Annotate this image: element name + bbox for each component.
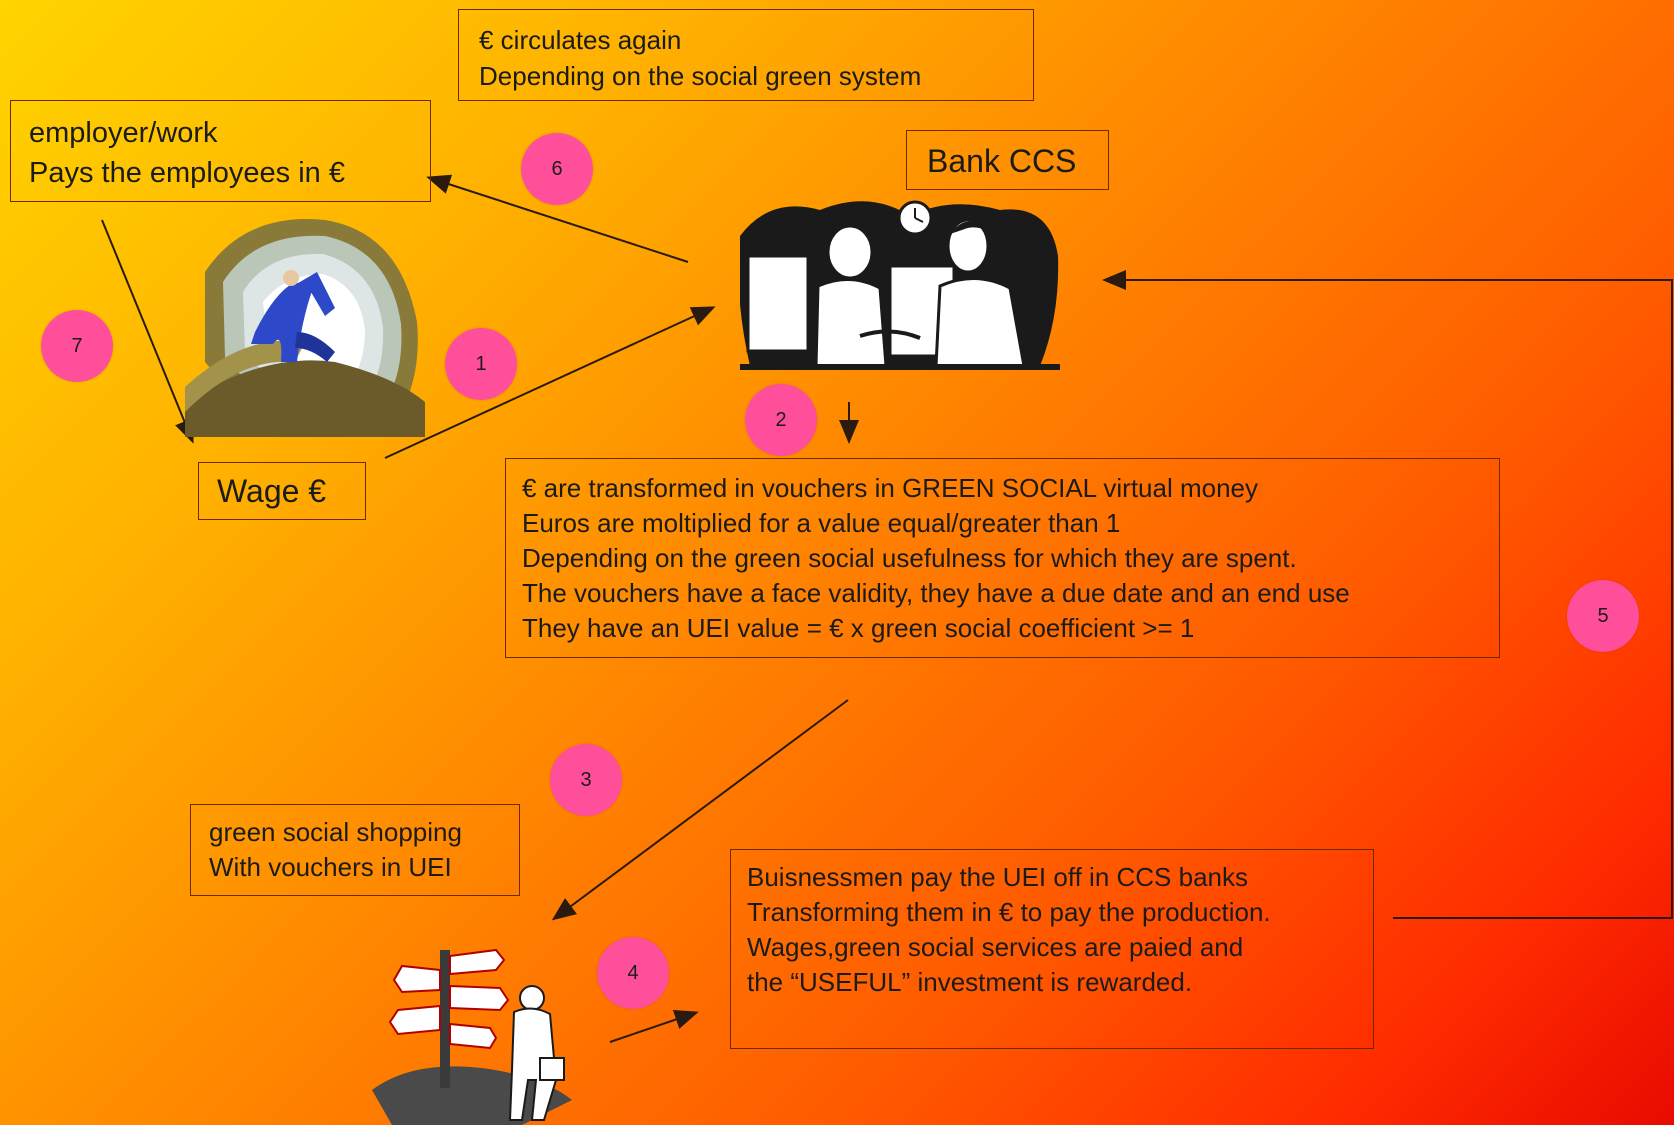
circulates-line-2: Depending on the social green system <box>479 61 922 91</box>
circulates-box: € circulates again Depending on the soci… <box>458 9 1034 101</box>
step-badge-2: 2 <box>745 384 817 456</box>
business-line-3: Wages,green social services are paied an… <box>747 932 1244 962</box>
step-badge-6: 6 <box>521 133 593 205</box>
shopping-box: green social shopping With vouchers in U… <box>190 804 520 896</box>
signpost-man-clipart <box>372 948 572 1125</box>
step-badge-5: 5 <box>1567 580 1639 652</box>
step-badge-4: 4 <box>597 937 669 1009</box>
vouchers-line-5: They have an UEI value = € x green socia… <box>522 613 1195 643</box>
vouchers-line-3: Depending on the green social usefulness… <box>522 543 1297 573</box>
business-line-4: the “USEFUL” investment is rewarded. <box>747 967 1193 997</box>
bank-box: Bank CCS <box>906 130 1109 190</box>
arrow-step-3 <box>551 699 849 921</box>
step-2-label: 2 <box>775 408 787 431</box>
vouchers-line-2: Euros are moltiplied for a value equal/g… <box>522 508 1121 538</box>
shopping-line-1: green social shopping <box>209 817 462 847</box>
employer-box: employer/work Pays the employees in € <box>10 100 431 202</box>
arrow-step-5 <box>1102 270 1673 919</box>
business-line-2: Transforming them in € to pay the produc… <box>747 897 1271 927</box>
business-line-1: Buisnessmen pay the UEI off in CCS banks <box>747 862 1248 892</box>
step-badge-3: 3 <box>550 744 622 816</box>
step-1-label: 1 <box>475 352 487 375</box>
vouchers-line-1: € are transformed in vouchers in GREEN S… <box>522 473 1258 503</box>
business-box: Buisnessmen pay the UEI off in CCS banks… <box>730 849 1374 1049</box>
wage-label: Wage € <box>217 473 327 509</box>
step-3-label: 3 <box>580 768 592 791</box>
employer-line-1: employer/work <box>29 117 218 149</box>
bank-tellers-clipart <box>740 200 1060 370</box>
step-7-label: 7 <box>71 334 83 357</box>
step-4-label: 4 <box>627 961 639 984</box>
vouchers-line-4: The vouchers have a face validity, they … <box>522 578 1350 608</box>
step-badge-1: 1 <box>445 328 517 400</box>
step-badge-7: 7 <box>41 310 113 382</box>
wage-box: Wage € <box>198 462 366 520</box>
arrow-step-6 <box>426 174 689 263</box>
shopping-line-2: With vouchers in UEI <box>209 852 452 882</box>
bank-label: Bank CCS <box>927 143 1077 179</box>
step-5-label: 5 <box>1597 604 1609 627</box>
climber-clipart <box>185 219 425 437</box>
vouchers-box: € are transformed in vouchers in GREEN S… <box>505 458 1500 658</box>
step-6-label: 6 <box>551 157 563 180</box>
arrow-step-1 <box>384 306 716 459</box>
circulates-line-1: € circulates again <box>479 25 682 55</box>
arrow-step-4 <box>609 1009 699 1043</box>
arrow-step-7 <box>101 219 194 444</box>
employer-line-2: Pays the employees in € <box>29 157 345 189</box>
